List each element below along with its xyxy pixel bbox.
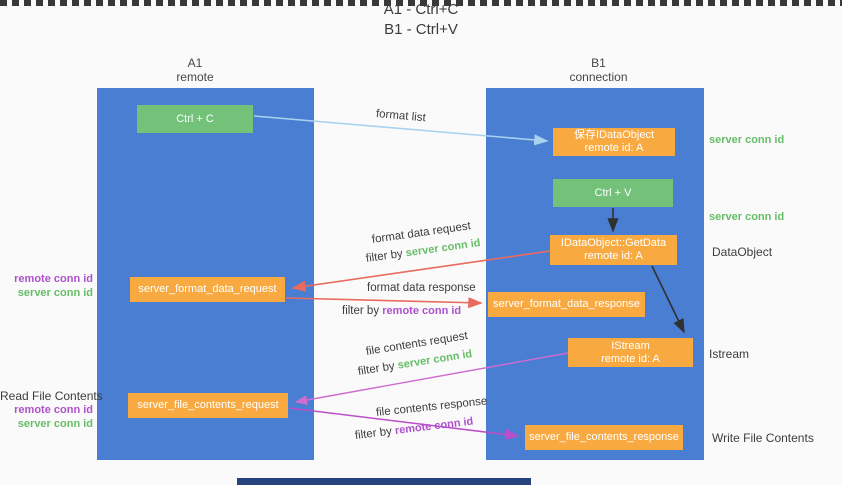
label-dataobject: DataObject [712, 245, 773, 259]
label-server-conn-id-mid: server conn id [709, 211, 785, 223]
label-filter-file-response: filter by remote conn id [354, 416, 474, 442]
column-header-a1: A1 remote [97, 56, 293, 84]
filter-prefix: filter by [365, 247, 404, 265]
filter-key-server-conn-id: server conn id [405, 236, 482, 260]
node-file-response-label: server_file_contents_response [529, 431, 679, 443]
filter-prefix: filter by [357, 360, 396, 378]
column-b1-subtitle: connection [569, 70, 628, 84]
node-ctrl-v-label: Ctrl + V [594, 186, 632, 199]
label-server-conn-id-top: server conn id [709, 134, 785, 146]
label-format-data-response: format data response [367, 282, 476, 294]
node-getdata-line2: remote id: A [584, 250, 643, 262]
label-istream: Istream [709, 347, 750, 361]
node-server-file-contents-response: server_file_contents_response [525, 425, 683, 450]
node-file-request-label: server_file_contents_request [137, 399, 279, 411]
label-write-file-contents: Write File Contents [712, 431, 814, 445]
node-server-format-data-request: server_format_data_request [130, 277, 285, 302]
filter-prefix: filter by [342, 305, 380, 317]
label-remote-conn-id-left1: remote conn id [14, 273, 93, 285]
node-ctrl-c: Ctrl + C [137, 105, 253, 133]
node-idataobject-getdata: IDataObject::GetData remote id: A [550, 235, 677, 265]
column-a1-subtitle: remote [176, 70, 214, 84]
node-getdata-line1: IDataObject::GetData [560, 237, 667, 249]
filter-key-server-conn-id: server conn id [396, 348, 474, 372]
node-istream-line2: remote id: A [601, 352, 660, 365]
node-istream-line1: IStream [611, 339, 650, 352]
label-read-file-contents: Read File Contents [0, 389, 103, 403]
column-header-b1: B1 connection [486, 56, 711, 84]
node-ctrl-v: Ctrl + V [553, 179, 673, 207]
node-server-format-data-response: server_format_data_response [488, 292, 645, 317]
background-window-strip [237, 478, 531, 485]
node-format-response-label: server_format_data_response [493, 298, 640, 310]
column-a1-name: A1 [187, 56, 203, 70]
filter-key-remote-conn-id: remote conn id [382, 305, 462, 317]
node-istream: IStream remote id: A [568, 338, 693, 367]
node-ctrl-c-label: Ctrl + C [176, 112, 214, 125]
node-save-dataobject: 保存IDataObject remote id: A [553, 128, 675, 156]
filter-key-remote-conn-id: remote conn id [394, 415, 474, 438]
filter-prefix: filter by [354, 425, 393, 442]
node-save-dataobject-line2: remote id: A [584, 142, 644, 154]
label-format-list: format list [375, 108, 427, 125]
label-remote-conn-id-left2: remote conn id [14, 404, 93, 416]
label-filter-format-response: filter by remote conn id [342, 305, 461, 317]
diagram-title: A1 - Ctrl+C B1 - Ctrl+V [0, 0, 842, 40]
column-b1-name: B1 [591, 56, 606, 70]
session-divider-dotted-line [0, 0, 842, 6]
left-conn-id-group-1: remote conn id server conn id [0, 272, 93, 300]
node-format-request-label: server_format_data_request [138, 283, 277, 295]
title-line-2: B1 - Ctrl+V [384, 21, 458, 38]
left-conn-id-group-2: Read File Contents remote conn id server… [0, 389, 103, 431]
label-server-conn-id-left1: server conn id [17, 287, 93, 299]
node-save-dataobject-line1: 保存IDataObject [573, 129, 655, 141]
arrow-format-data-response [285, 297, 483, 309]
node-server-file-contents-request: server_file_contents_request [128, 393, 288, 418]
label-server-conn-id-left2: server conn id [17, 418, 93, 430]
